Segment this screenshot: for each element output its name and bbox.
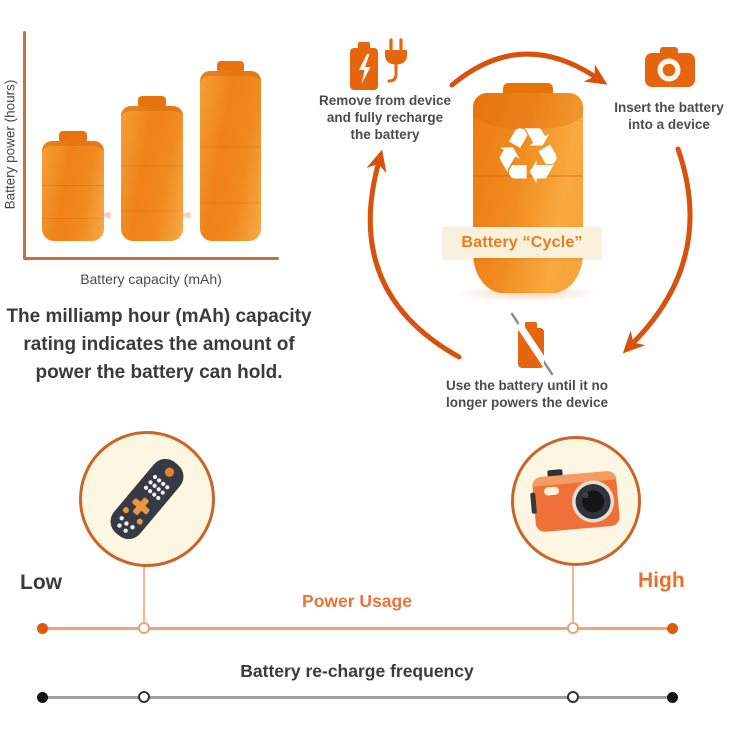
- depleted-battery-icon: [510, 312, 554, 376]
- remote-device-circle: [79, 431, 215, 567]
- remote-control-icon: [110, 458, 184, 540]
- fade-arrow-icon: ◄: [179, 205, 191, 223]
- power-usage-line: [42, 627, 672, 630]
- camera-connector-line: [572, 560, 574, 627]
- low-label: Low: [20, 571, 62, 594]
- power-line-start-dot: [37, 623, 48, 634]
- y-axis-line: [23, 31, 26, 259]
- y-axis-label: Battery power (hours): [2, 79, 18, 210]
- capacity-caption: The milliamp hour (mAh) capacity rating …: [6, 306, 312, 383]
- cycle-battery: [473, 93, 583, 293]
- battery-body: [42, 141, 104, 241]
- fade-arrow-icon: ◄: [99, 205, 111, 223]
- step-use-label: Use the battery until it no longer power…: [445, 378, 609, 410]
- power-line-camera-marker: [567, 622, 579, 634]
- battery-cycle-banner: Battery “Cycle”: [443, 227, 601, 258]
- battery-terminal: [59, 131, 87, 141]
- high-label: High: [638, 569, 685, 592]
- frequency-line-camera-marker: [567, 691, 579, 703]
- recycle-icon: ♻: [493, 112, 563, 202]
- recharge-frequency-line: [42, 696, 672, 699]
- remote-connector-line: [143, 561, 145, 627]
- arrow-insert-to-use: [622, 146, 693, 354]
- power-line-remote-marker: [138, 622, 150, 634]
- battery-bar-large: [200, 61, 261, 241]
- step-insert-label: Insert the battery into a device: [614, 100, 724, 132]
- camera-device-circle: [511, 436, 641, 566]
- battery-body: [200, 71, 261, 241]
- step-recharge-label: Remove from device and fully recharge th…: [318, 93, 452, 142]
- power-usage-label: Power Usage: [302, 591, 412, 611]
- compact-camera-icon: [530, 469, 620, 532]
- battery-terminal: [217, 61, 244, 71]
- battery-body: [121, 106, 183, 241]
- battery-bar-small: [42, 131, 104, 241]
- frequency-line-start-dot: [37, 692, 48, 703]
- frequency-line-end-dot: [667, 692, 678, 703]
- x-axis-label: Battery capacity (mAh): [80, 271, 222, 287]
- recharge-battery-and-plug-icon: [350, 38, 407, 90]
- x-axis-line: [23, 257, 279, 260]
- frequency-line-remote-marker: [138, 691, 150, 703]
- power-line-end-dot: [667, 623, 678, 634]
- battery-cycle-label: Battery “Cycle”: [461, 233, 583, 251]
- battery-terminal: [138, 96, 166, 106]
- recharge-frequency-label: Battery re-charge frequency: [240, 661, 474, 681]
- arrow-use-to-recharge: [366, 149, 462, 360]
- arrow-recharge-to-insert: [449, 51, 608, 88]
- camera-icon: [645, 47, 695, 87]
- battery-bar-medium: [121, 96, 183, 241]
